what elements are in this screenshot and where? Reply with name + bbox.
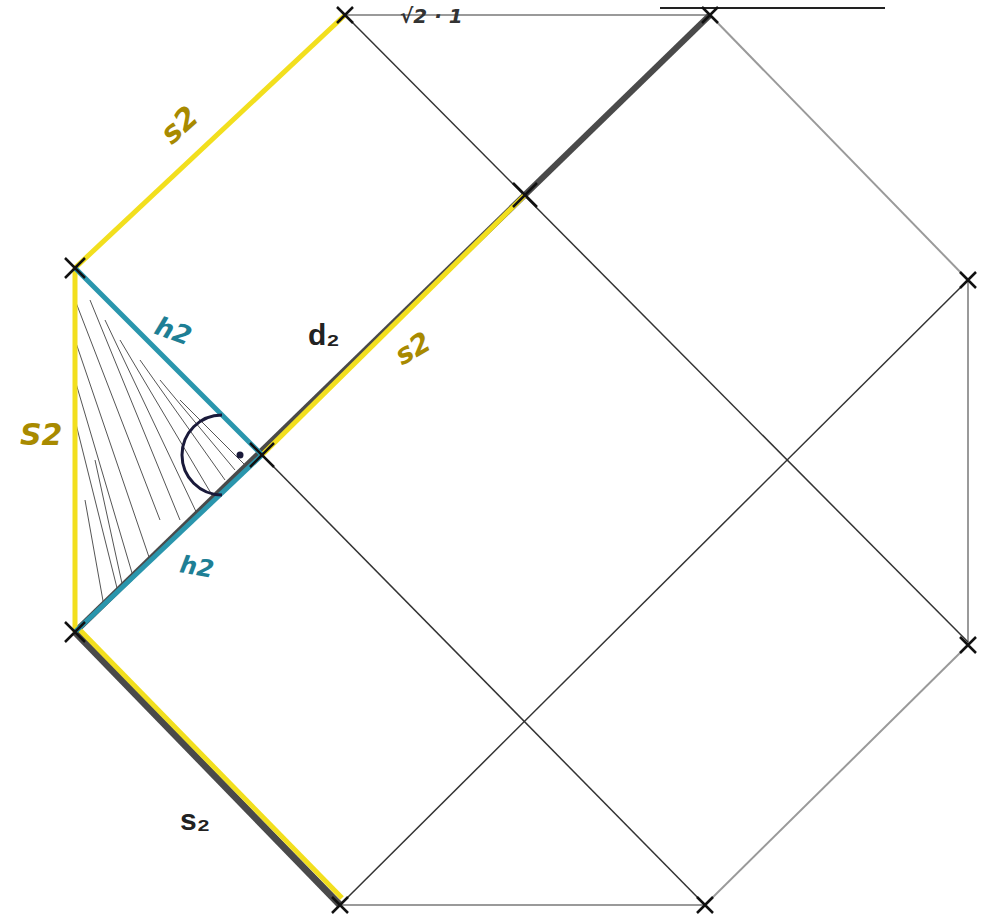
side-label: S2	[20, 420, 62, 450]
top-line	[660, 7, 885, 9]
side-label: s2	[155, 101, 204, 149]
side-label: s2	[390, 328, 435, 370]
side-label: s₂	[180, 805, 210, 835]
right-angle-mark	[182, 415, 222, 495]
height-label: h2	[178, 552, 215, 582]
vertex-marks	[65, 7, 976, 913]
bottom-side-yellow	[80, 630, 342, 898]
diagonal-label: d₂	[308, 320, 340, 350]
height-label: h2	[152, 313, 195, 350]
heights	[75, 268, 262, 632]
grey-edges	[340, 15, 968, 905]
yellow-sides	[75, 15, 345, 632]
inner-lines	[262, 15, 968, 905]
formula-note: √2 · 1	[400, 6, 463, 26]
right-angle-dot	[237, 452, 244, 459]
yellow-segment	[262, 195, 525, 455]
diagonal	[75, 15, 710, 632]
bottom-side	[75, 632, 340, 905]
